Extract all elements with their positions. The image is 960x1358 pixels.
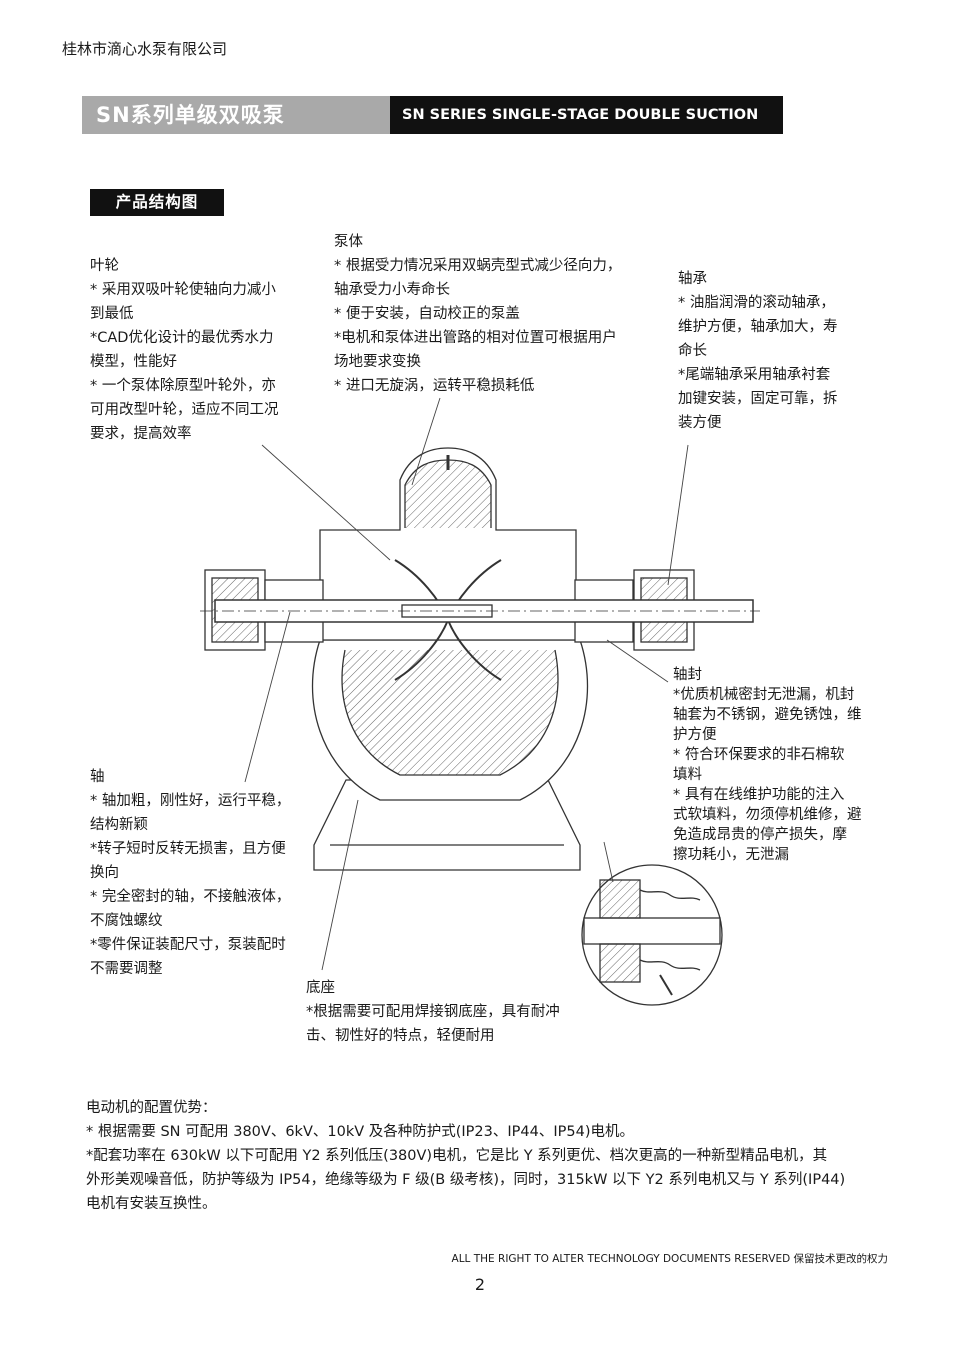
callout-line: * 轴加粗，刚性好，运行平稳， <box>90 793 291 809</box>
callout-line: *CAD优化设计的最优秀水力 <box>90 330 274 346</box>
callout-line: 不需要调整 <box>90 961 163 977</box>
callout-shaft: 轴 * 轴加粗，刚性好，运行平稳， 结构新颖 *转子短时反转无损害，且方便 换向… <box>90 765 290 981</box>
motor-line: *配套功率在 630kW 以下可配用 Y2 系列低压(380V)电机，它是比 Y… <box>86 1148 828 1164</box>
motor-line: 电机有安装互换性。 <box>86 1196 217 1212</box>
callout-line: * 一个泵体除原型叶轮外，亦 <box>90 378 276 394</box>
callout-line: *零件保证装配尺寸，泵装配时 <box>90 937 286 953</box>
seal-detail-view <box>581 864 723 1006</box>
callout-line: 填料 <box>673 767 702 783</box>
callout-bearing: 轴承 * 油脂润滑的滚动轴承， 维护方便，轴承加大，寿 命长 *尾端轴承采用轴承… <box>678 267 838 435</box>
motor-line: * 根据需要 SN 可配用 380V、6kV、10kV 及各种防护式(IP23、… <box>86 1124 634 1140</box>
callout-line: 装方便 <box>678 415 722 431</box>
callout-line: * 油脂润滑的滚动轴承， <box>678 295 835 311</box>
callout-line: 不腐蚀螺纹 <box>90 913 163 929</box>
callout-casing: 泵体 * 根据受力情况采用双蜗壳型式减少径向力， 轴承受力小寿命长 * 便于安装… <box>334 230 621 398</box>
callout-leader-lines <box>244 397 689 971</box>
motor-line: 外形美观噪音低，防护等级为 IP54，绝缘等级为 F 级(B 级考核)，同时，3… <box>86 1172 846 1188</box>
callout-line: 可用改型叶轮，适应不同工况 <box>90 402 279 418</box>
callout-line: 击、韧性好的特点，轻便耐用 <box>306 1028 495 1044</box>
callout-title: 轴封 <box>673 667 702 683</box>
callout-line: 轴套为不锈钢，避免锈蚀，维 <box>673 707 862 723</box>
page-number: 2 <box>474 1275 486 1294</box>
company-name: 桂林市滴心水泵有限公司 <box>62 40 228 58</box>
callout-seal: 轴封 *优质机械密封无泄漏，机封 轴套为不锈钢，避免锈蚀，维 护方便 * 符合环… <box>673 665 862 865</box>
callout-line: 加键安装，固定可靠，拆 <box>678 391 838 407</box>
section-title: 产品结构图 <box>90 189 224 216</box>
callout-line: 结构新颖 <box>90 817 148 833</box>
callout-title: 轴 <box>90 769 105 785</box>
callout-line: *转子短时反转无损害，且方便 <box>90 841 286 857</box>
callout-line: 要求，提高效率 <box>90 426 192 442</box>
callout-title: 轴承 <box>678 271 707 287</box>
callout-line: 擦功耗小，无泄漏 <box>673 847 789 863</box>
callout-line: * 采用双吸叶轮使轴向力减小 <box>90 282 276 298</box>
rights-notice: ALL THE RIGHT TO ALTER TECHNOLOGY DOCUME… <box>451 1253 888 1265</box>
callout-line: * 便于安装，自动校正的泵盖 <box>334 306 520 322</box>
callout-title: 叶轮 <box>90 258 119 274</box>
callout-line: 命长 <box>678 343 707 359</box>
title-banner: SN系列单级双吸泵 SN SERIES SINGLE-STAGE DOUBLE … <box>82 96 783 161</box>
callout-line: *尾端轴承采用轴承衬套 <box>678 367 831 383</box>
callout-line: 到最低 <box>90 306 134 322</box>
callout-line: 场地要求变换 <box>334 354 421 370</box>
callout-line: * 进口无旋涡，运转平稳损耗低 <box>334 378 535 394</box>
motor-advantages: 电动机的配置优势： * 根据需要 SN 可配用 380V、6kV、10kV 及各… <box>86 1096 845 1216</box>
callout-line: 轴承受力小寿命长 <box>334 282 450 298</box>
callout-line: * 符合环保要求的非石棉软 <box>673 747 845 763</box>
banner-title-en: SN SERIES SINGLE-STAGE DOUBLE SUCTION PU… <box>390 96 783 161</box>
callout-title: 底座 <box>306 980 335 996</box>
callout-line: *优质机械密封无泄漏，机封 <box>673 687 855 703</box>
callout-line: 式软填料，勿须停机维修，避 <box>673 807 862 823</box>
callout-line: 换向 <box>90 865 119 881</box>
callout-line: 维护方便，轴承加大，寿 <box>678 319 838 335</box>
motor-title: 电动机的配置优势： <box>86 1100 217 1116</box>
callout-base: 底座 *根据需要可配用焊接钢底座，具有耐冲 击、韧性好的特点，轻便耐用 <box>306 976 560 1048</box>
callout-line: 免造成昂贵的停产损失，摩 <box>673 827 847 843</box>
callout-title: 泵体 <box>334 234 363 250</box>
callout-line: * 根据受力情况采用双蜗壳型式减少径向力， <box>334 258 622 274</box>
callout-line: * 具有在线维护功能的注入 <box>673 787 845 803</box>
callout-line: 模型，性能好 <box>90 354 177 370</box>
callout-line: * 完全密封的轴，不接触液体， <box>90 889 291 905</box>
pump-body-outline <box>200 447 760 871</box>
callout-line: *电机和泵体进出管路的相对位置可根据用户 <box>334 330 617 346</box>
callout-impeller: 叶轮 * 采用双吸叶轮使轴向力减小 到最低 *CAD优化设计的最优秀水力 模型，… <box>90 254 279 446</box>
callout-line: 护方便 <box>673 727 717 743</box>
callout-line: *根据需要可配用焊接钢底座，具有耐冲 <box>306 1004 560 1020</box>
banner-title-cn: SN系列单级双吸泵 <box>82 96 390 134</box>
